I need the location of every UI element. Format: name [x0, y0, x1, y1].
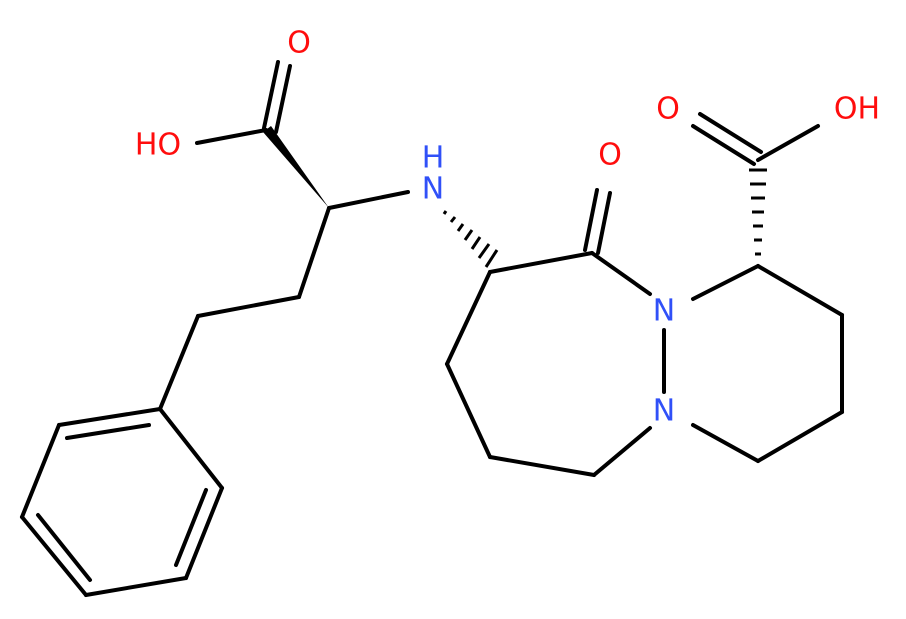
hash-c3-n [442, 210, 499, 268]
ring7-c6-c5 [488, 455, 596, 477]
ring6-n1-c9 [691, 264, 760, 301]
ring-ph-inner-2 [36, 513, 92, 582]
atom-n-amine: N [422, 172, 444, 207]
bond-ch2a-ch2b [196, 295, 301, 318]
ring-ph-6 [158, 407, 224, 490]
ring-ph-inner-3 [174, 488, 208, 567]
ring-ph-inner-1 [65, 423, 151, 440]
bond-calpha-ch2a [297, 206, 331, 299]
ring-ph-1 [57, 407, 162, 427]
ring7-n2-c6 [592, 426, 652, 477]
bond-ch2b-ipso [158, 314, 200, 411]
hash-c9-cooh [749, 168, 767, 256]
wedge-calpha-c1 [263, 126, 329, 208]
ring-ph-2 [20, 423, 61, 519]
bond-c13-o-double-a [691, 124, 756, 166]
bond-c2-o-double-a [583, 188, 599, 252]
bond-calpha-n [327, 190, 410, 210]
atom-o-acid2-oh: OH [834, 92, 880, 127]
bond-c13-oh [756, 124, 820, 162]
atom-o-acid1-oh: HO [135, 128, 181, 163]
bond-c2-o-double-b [596, 191, 612, 255]
ring-ph-3 [20, 515, 88, 597]
bond-c1-o-double-a [262, 60, 280, 130]
atom-o-ketone: O [598, 138, 622, 173]
ring6-c12-n2 [691, 423, 760, 463]
atom-o-acid1-double: O [287, 26, 311, 61]
ring-ph-5 [184, 486, 224, 580]
ring7-c2-n1 [590, 251, 652, 296]
ring7-c3-c2 [488, 251, 594, 274]
bond-c13-o-double-b [698, 112, 763, 154]
atom-o-acid2-double: O [656, 92, 680, 127]
ring6-c9-c10 [756, 264, 844, 317]
ring7-c4-c3 [445, 270, 492, 366]
bond-c1-o-double-b [274, 64, 292, 134]
atom-n-ring2: N [653, 394, 675, 429]
bond-c1-oh [195, 128, 268, 145]
atom-h-amine: H [422, 141, 445, 176]
ring-ph-4 [84, 576, 188, 597]
ring6-c11-c12 [756, 410, 844, 463]
atom-n-ring1: N [653, 294, 675, 329]
ring7-c5-c4 [445, 362, 492, 459]
